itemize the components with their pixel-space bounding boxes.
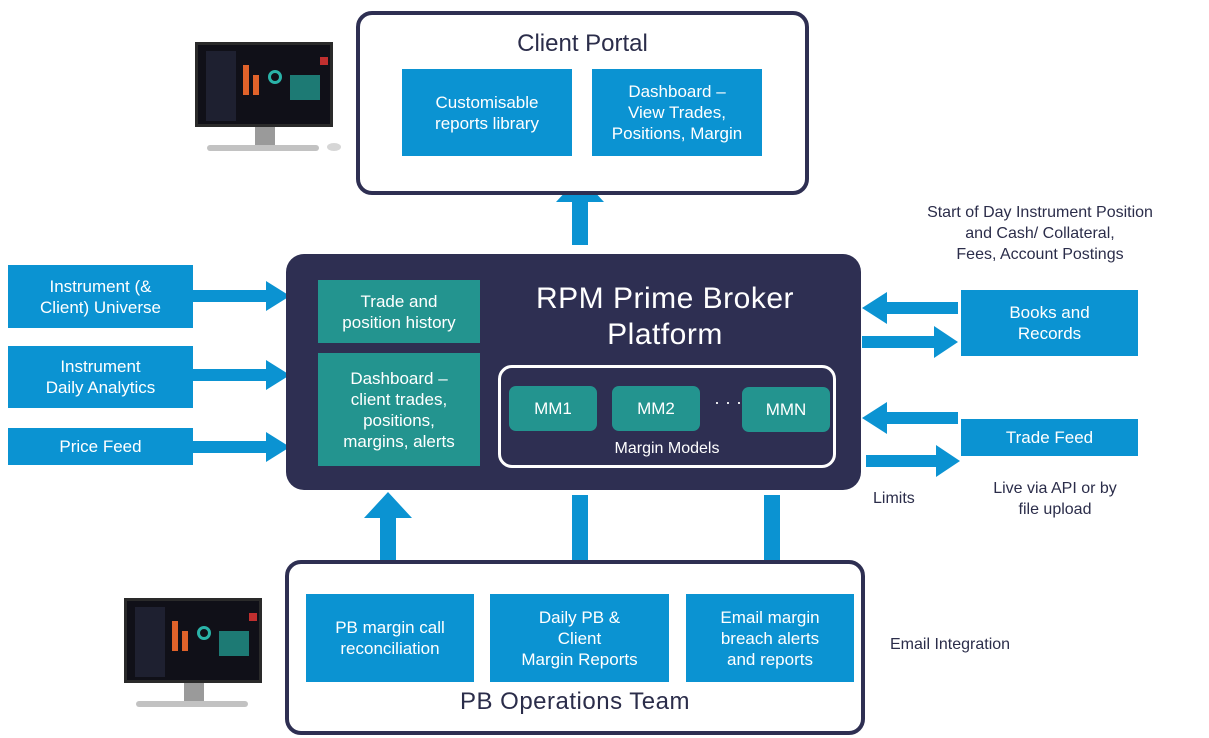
- client-portal-title: Client Portal: [517, 30, 648, 57]
- arrow-books-out: [862, 326, 958, 358]
- price-feed-box: Price Feed: [8, 428, 193, 465]
- trade-feed-box: Trade Feed: [961, 419, 1138, 456]
- arrow-limits-out: [866, 445, 960, 477]
- email-integration-label: Email Integration: [890, 636, 1011, 653]
- instrument-universe-box: Instrument (& Client) Universe: [8, 265, 193, 328]
- desktop-monitor-icon: [124, 598, 279, 718]
- sod-description: Start of Day Instrument Position and Cas…: [927, 204, 1153, 263]
- arrow-pricefeed-in: [193, 432, 290, 462]
- platform-dashboard-box: Dashboard – client trades, positions, ma…: [318, 353, 480, 466]
- margin-model-ellipsis: · · ·: [714, 392, 742, 412]
- margin-model-2: MM2: [612, 386, 700, 431]
- margin-model-1: MM1: [509, 386, 597, 431]
- arrow-tradefeed-in: [862, 402, 958, 434]
- ops-team-title: PB Operations Team: [459, 688, 690, 715]
- live-api-description: Live via API or by file upload: [993, 480, 1117, 518]
- desktop-monitor-icon: [195, 42, 350, 162]
- arrow-ops-up: [364, 492, 412, 597]
- arrow-books-in: [862, 292, 958, 324]
- margin-model-n: MMN: [742, 387, 830, 432]
- margin-models-frame: [498, 365, 836, 468]
- arrow-universe-in: [193, 281, 290, 311]
- margin-reports-box: Daily PB & Client Margin Reports: [490, 594, 669, 682]
- instrument-analytics-box: Instrument Daily Analytics: [8, 346, 193, 408]
- margin-models-label: Margin Models: [614, 440, 720, 457]
- books-records-box: Books and Records: [961, 290, 1138, 356]
- arrow-analytics-in: [193, 360, 290, 390]
- platform-title: RPM Prime Broker Platform: [535, 282, 795, 351]
- limits-label: Limits: [873, 490, 915, 507]
- trade-history-box: Trade and position history: [318, 280, 480, 343]
- customisable-reports-box: Customisable reports library: [402, 69, 572, 156]
- client-dashboard-box: Dashboard – View Trades, Positions, Marg…: [592, 69, 762, 156]
- breach-alerts-box: Email margin breach alerts and reports: [686, 594, 854, 682]
- margin-call-recon-box: PB margin call reconciliation: [306, 594, 474, 682]
